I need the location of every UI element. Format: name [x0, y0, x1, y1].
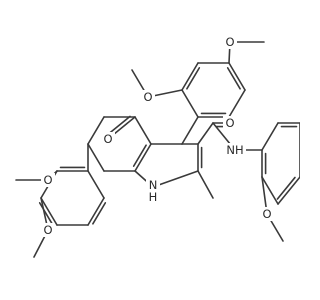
bond-line — [38, 202, 53, 225]
bond-line — [40, 197, 58, 226]
methoxy-oxygen-label: O — [262, 207, 271, 221]
amide-oxygen-label: O — [225, 116, 234, 130]
bond-line — [186, 67, 201, 90]
methoxy-oxygen-label: O — [43, 223, 52, 237]
atom-label-layer: O O O O NH O O O N H — [41, 35, 274, 237]
bond-line — [197, 170, 214, 199]
bond-line — [228, 89, 246, 118]
ring-nitrogen-label: N — [149, 178, 158, 192]
bond-line — [152, 170, 199, 188]
amide-nh-label: NH — [226, 143, 243, 157]
bond-line — [261, 122, 279, 151]
bond-line — [92, 202, 107, 225]
bond-layer — [15, 41, 300, 258]
bond-line — [226, 67, 241, 90]
bond-line — [277, 176, 300, 205]
ketone-oxygen-label: O — [103, 132, 112, 146]
bond-line — [197, 122, 214, 145]
chemical-structure-diagram: O O O O NH O O O N H — [15, 35, 300, 258]
bond-line — [276, 176, 296, 200]
bond-line — [181, 116, 199, 145]
bond-line — [87, 116, 105, 145]
bond-line — [261, 176, 279, 205]
bond-line — [107, 115, 131, 135]
bond-line — [134, 143, 152, 172]
methoxy-oxygen-label: O — [143, 90, 152, 104]
bond-line — [134, 116, 152, 145]
methoxy-oxygen-label: O — [225, 35, 234, 49]
bond-line — [181, 89, 199, 118]
bond-line — [87, 143, 105, 172]
ring-nitrogen-hydrogen-label: H — [149, 190, 158, 204]
bond-line — [181, 62, 199, 91]
bond-line — [87, 170, 105, 199]
bond-line — [228, 62, 246, 91]
bond-line — [87, 197, 105, 226]
methoxy-oxygen-label: O — [43, 173, 52, 187]
bond-line — [132, 144, 147, 167]
